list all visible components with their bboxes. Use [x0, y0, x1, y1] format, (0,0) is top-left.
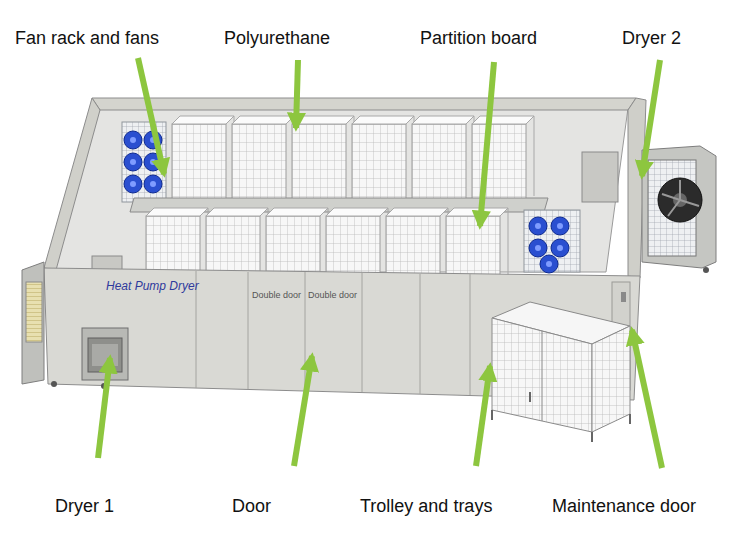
callout-label: Maintenance door: [552, 496, 696, 517]
callout-label: Dryer 1: [55, 496, 114, 517]
door-marking: Double door: [252, 290, 301, 300]
callout-label: Trolley and trays: [360, 496, 492, 517]
callout-label: Partition board: [420, 28, 537, 49]
callout-label: Fan rack and fans: [15, 28, 159, 49]
callout-label: Dryer 2: [622, 28, 681, 49]
callout-label: Polyurethane: [224, 28, 330, 49]
callout-label: Door: [232, 496, 271, 517]
leader-arrows: [98, 58, 662, 468]
panel-title: Heat Pump Dryer: [106, 280, 199, 294]
door-marking: Double door: [308, 290, 357, 300]
